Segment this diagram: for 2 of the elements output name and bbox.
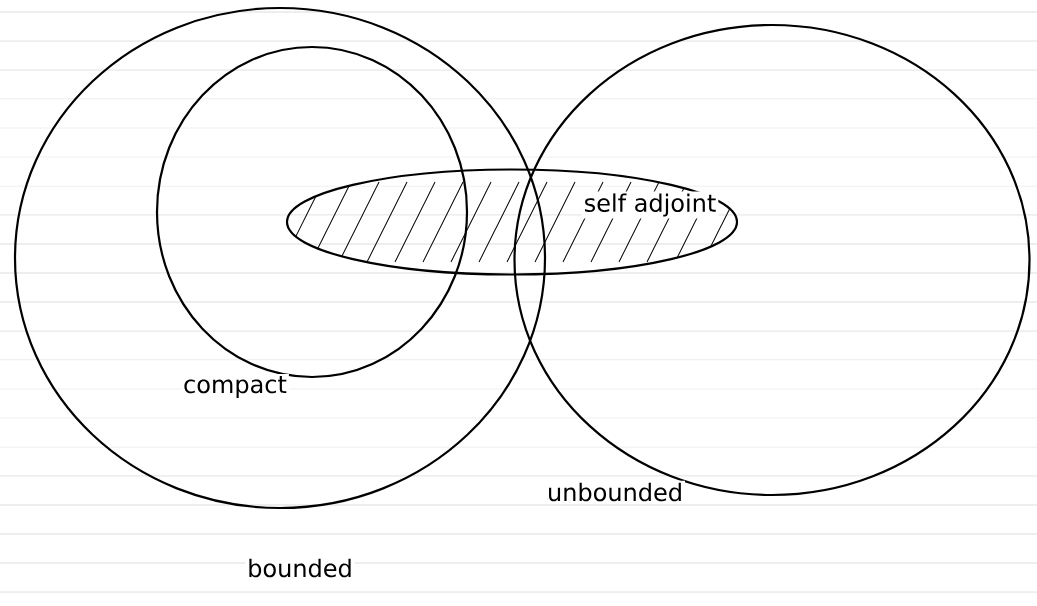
node-label: compact <box>184 376 287 398</box>
node-label: bounded <box>249 558 351 578</box>
